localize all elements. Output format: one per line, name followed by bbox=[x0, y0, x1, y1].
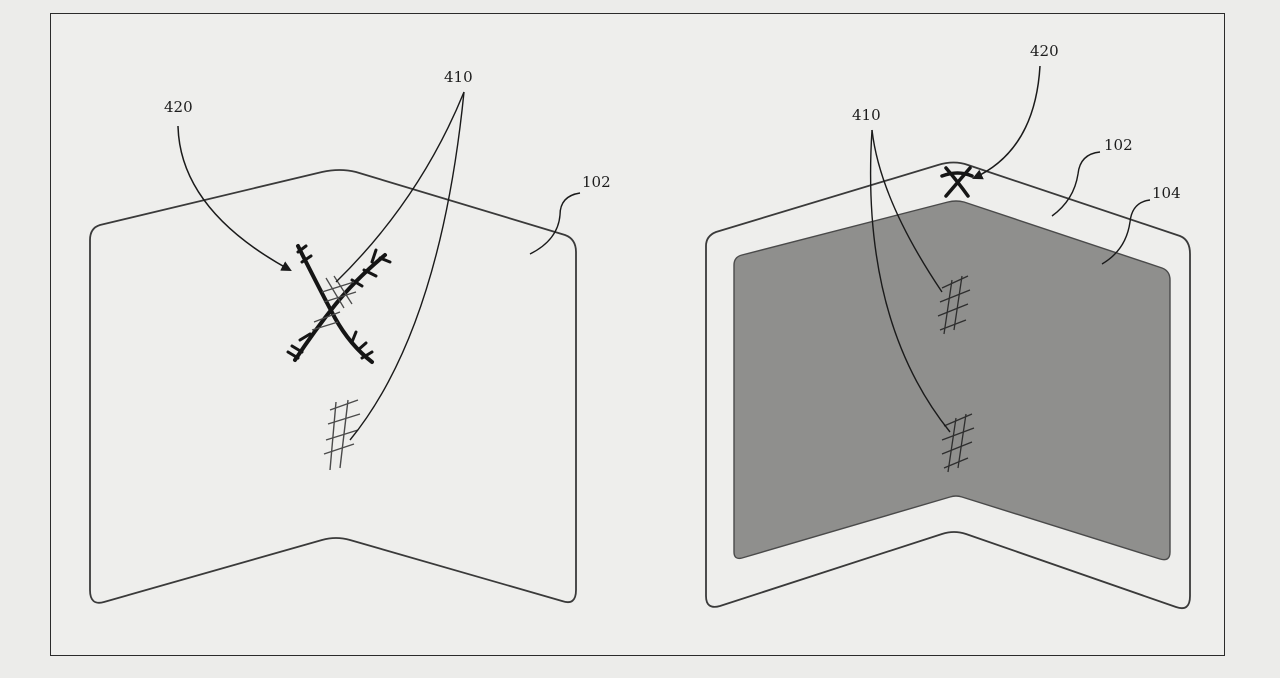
right-label-410: 410 bbox=[852, 106, 881, 124]
right-label-104: 104 bbox=[1152, 184, 1181, 202]
left-leader-420 bbox=[177, 125, 292, 272]
left-drawing: 420 410 102 bbox=[89, 68, 611, 604]
right-leader-102 bbox=[1051, 151, 1101, 217]
right-crease-marker bbox=[940, 166, 974, 198]
right-label-102: 102 bbox=[1104, 136, 1133, 154]
left-leader-410-b bbox=[349, 91, 465, 441]
right-hatch-upper bbox=[937, 275, 971, 335]
left-panel-outline bbox=[89, 169, 577, 604]
right-leader-410-a bbox=[871, 129, 943, 293]
right-leader-410-b bbox=[869, 129, 951, 433]
left-crease-marker bbox=[286, 244, 392, 364]
left-label-410: 410 bbox=[444, 68, 473, 86]
right-leader-420 bbox=[972, 65, 1041, 180]
left-leader-410-a bbox=[335, 91, 465, 283]
right-leader-104 bbox=[1101, 199, 1151, 265]
right-label-420: 420 bbox=[1030, 42, 1059, 60]
left-leader-102 bbox=[529, 192, 581, 255]
left-label-420: 420 bbox=[164, 98, 193, 116]
left-hatch-lower bbox=[323, 399, 361, 471]
left-label-102: 102 bbox=[582, 173, 611, 191]
right-panel-outline bbox=[705, 161, 1191, 610]
right-drawing: 420 410 102 104 bbox=[705, 42, 1191, 610]
right-display bbox=[733, 200, 1171, 561]
right-hatch-lower bbox=[941, 413, 975, 473]
